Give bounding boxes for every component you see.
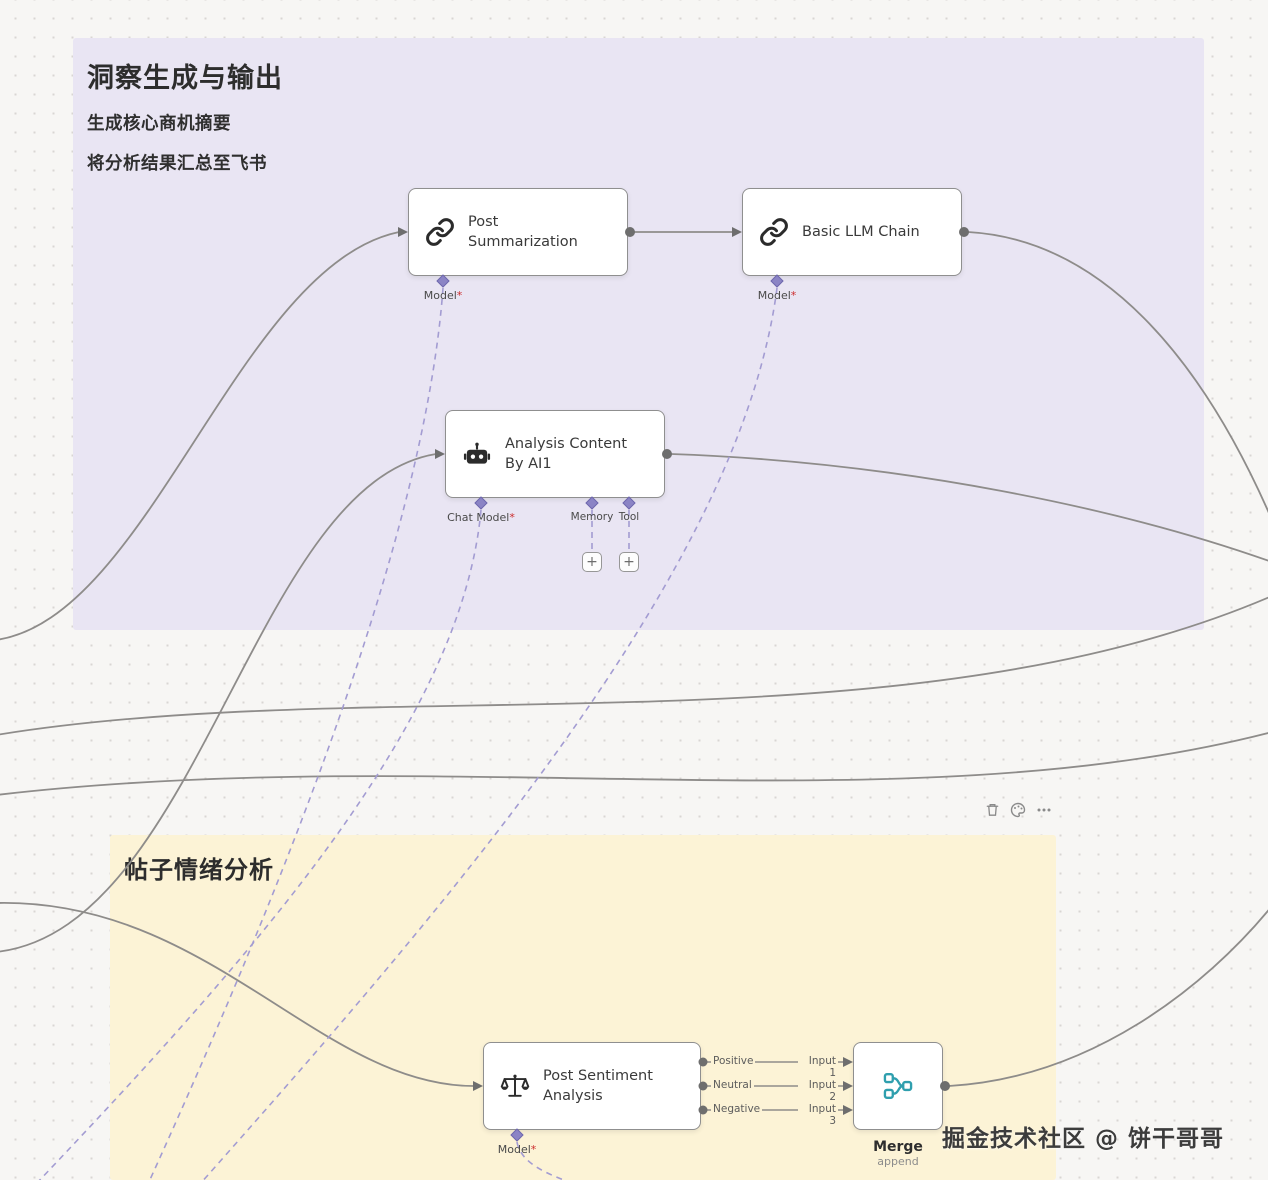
group-toolbar [985, 802, 1052, 818]
scale-icon [500, 1074, 530, 1097]
connection-chatmodel-analysis[interactable] [36, 509, 482, 1180]
palette-icon[interactable] [1010, 802, 1026, 818]
node-merge[interactable] [853, 1042, 943, 1130]
input-label-input2: Input 2 [798, 1079, 838, 1103]
node-basic-llm-chain[interactable]: Basic LLM Chain [742, 188, 962, 276]
node-label: Basic LLM Chain [802, 223, 920, 240]
group-insight-subtitle-1: 生成核心商机摘要 [87, 114, 231, 134]
port-label-memory: Memory [570, 511, 614, 523]
node-analysis-content-by-ai1[interactable]: Analysis Content By AI1 [445, 410, 665, 498]
input-arrow-merge-3[interactable] [843, 1105, 853, 1115]
output-port-post-summarization[interactable] [625, 227, 635, 237]
connection-into-analysis-content[interactable] [0, 453, 437, 953]
connection-llmchain-out[interactable] [967, 231, 1268, 520]
output-port-positive[interactable] [698, 1057, 708, 1067]
output-port-analysis-content[interactable] [662, 449, 672, 459]
node-label: Analysis Content By AI1 [505, 435, 628, 472]
input-arrow-post-sentiment[interactable] [473, 1081, 483, 1091]
port-label-model-summarization: Model* [423, 289, 463, 302]
diamond-port-model-sentiment[interactable] [510, 1128, 524, 1142]
input-label-input3: Input 3 [798, 1103, 838, 1127]
output-port-neutral[interactable] [698, 1081, 708, 1091]
input-arrow-basic-llm-chain[interactable] [732, 227, 742, 237]
add-memory-button[interactable]: + [582, 552, 602, 572]
merge-mode-label: append [877, 1155, 919, 1168]
trash-icon[interactable] [985, 802, 1000, 818]
chain-link-icon [760, 218, 788, 246]
add-tool-button[interactable]: + [619, 552, 639, 572]
connection-model-postsummarization[interactable] [148, 287, 444, 1180]
group-insight-title: 洞察生成与输出 [87, 63, 283, 94]
connection-analysis-out[interactable] [670, 453, 1268, 562]
port-label-model-sentiment: Model* [497, 1143, 537, 1156]
connection-model-postsentiment[interactable] [516, 1141, 574, 1180]
output-label-negative: Negative [711, 1103, 763, 1115]
node-label: Post Sentiment Analysis [543, 1067, 653, 1104]
robot-icon [463, 442, 491, 464]
output-port-basic-llm-chain[interactable] [959, 227, 969, 237]
node-post-summarization[interactable]: Post Summarization [408, 188, 628, 276]
diamond-port-chat-model[interactable] [474, 496, 488, 510]
node-label: Post Summarization [468, 213, 578, 250]
input-arrow-merge-2[interactable] [843, 1081, 853, 1091]
diamond-port-memory[interactable] [585, 496, 599, 510]
merge-caption: Merge append [853, 1139, 943, 1168]
input-arrow-merge-1[interactable] [843, 1057, 853, 1067]
connection-merge-out[interactable] [948, 906, 1268, 1087]
input-arrow-analysis-content[interactable] [435, 449, 445, 459]
connection-into-post-sentiment[interactable] [0, 902, 475, 1087]
connection-cross-1[interactable] [0, 596, 1268, 736]
connection-model-llmchain[interactable] [200, 287, 778, 1180]
output-port-negative[interactable] [698, 1105, 708, 1115]
connection-into-post-summarization[interactable] [0, 231, 400, 641]
input-label-input1: Input 1 [798, 1055, 838, 1079]
port-label-tool: Tool [618, 511, 640, 523]
connection-cross-2[interactable] [0, 732, 1268, 796]
diamond-port-model-llmchain[interactable] [770, 274, 784, 288]
group-insight-generation[interactable]: 洞察生成与输出 生成核心商机摘要 将分析结果汇总至飞书 [73, 38, 1204, 630]
merge-node-name: Merge [873, 1139, 923, 1155]
output-label-neutral: Neutral [711, 1079, 754, 1091]
diamond-port-model-summarization[interactable] [436, 274, 450, 288]
port-label-chat-model: Chat Model* [447, 511, 515, 524]
watermark-text: 掘金技术社区 @ 饼干哥哥 [942, 1126, 1225, 1152]
diamond-port-tool[interactable] [622, 496, 636, 510]
chain-link-icon [426, 218, 454, 246]
group-insight-subtitle-2: 将分析结果汇总至飞书 [87, 154, 267, 174]
merge-icon [883, 1073, 913, 1099]
node-post-sentiment-analysis[interactable]: Post Sentiment Analysis [483, 1042, 701, 1130]
input-arrow-post-summarization[interactable] [398, 227, 408, 237]
group-sentiment-title: 帖子情绪分析 [124, 856, 274, 884]
port-label-model-llmchain: Model* [757, 289, 797, 302]
more-options-icon[interactable] [1036, 802, 1052, 818]
output-port-merge[interactable] [940, 1081, 950, 1091]
output-label-positive: Positive [711, 1055, 756, 1067]
